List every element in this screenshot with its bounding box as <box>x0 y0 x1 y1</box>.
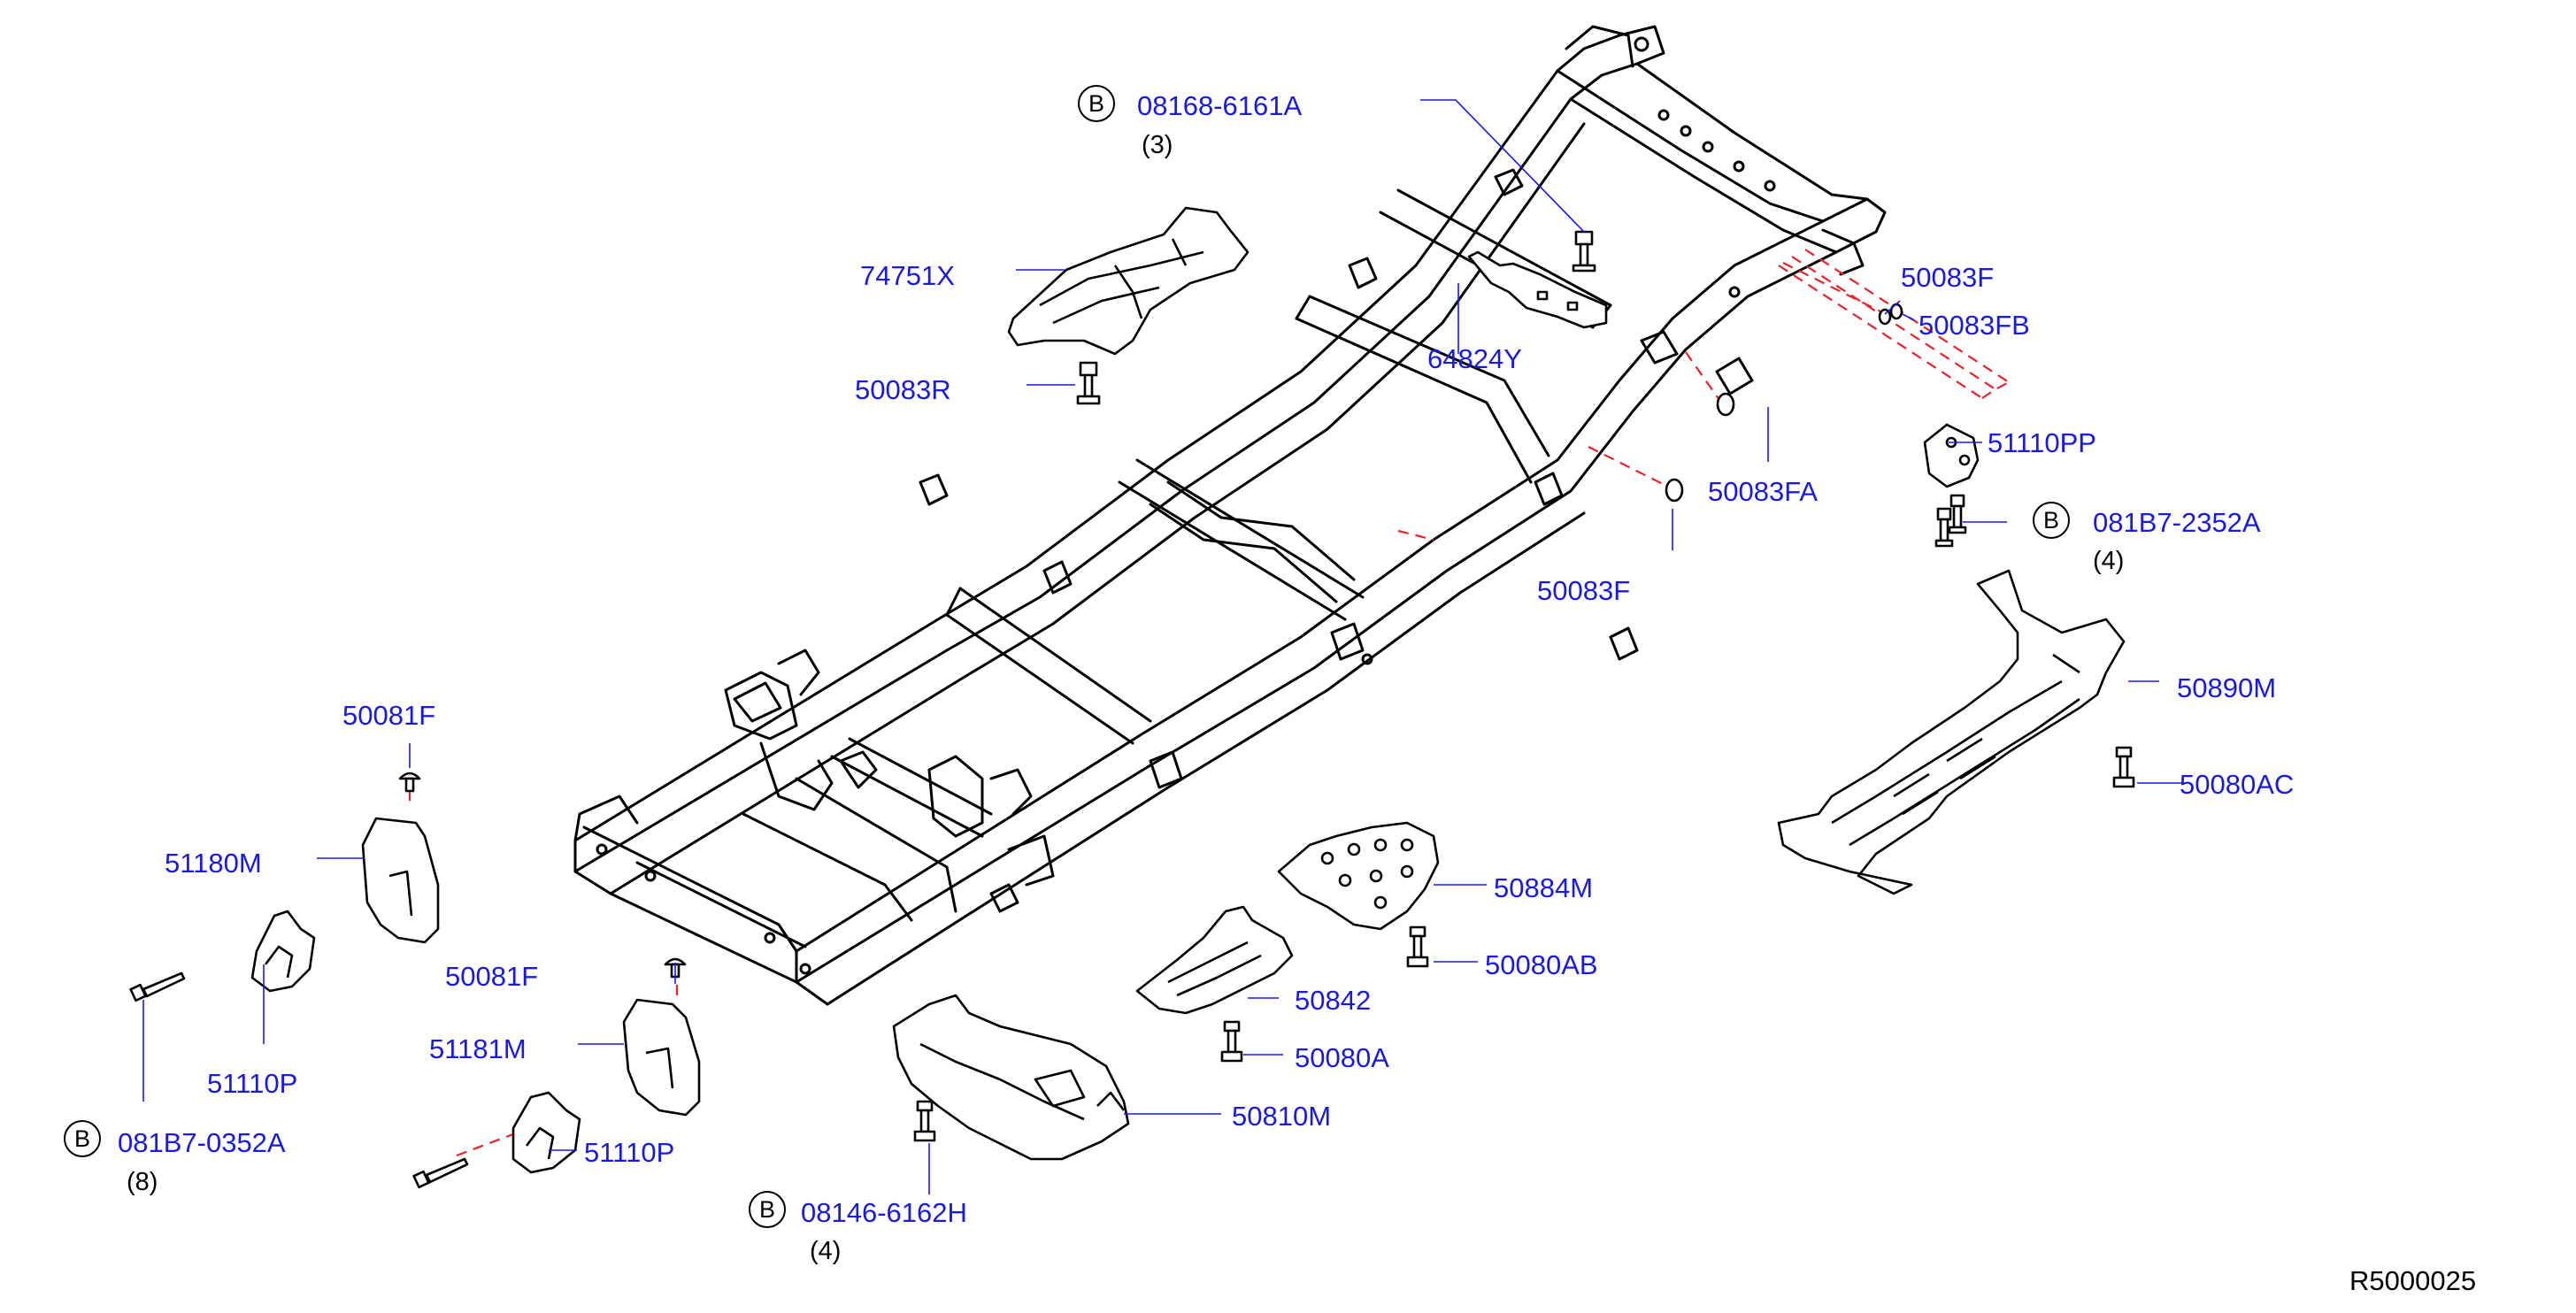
callout-c1-part-number[interactable]: 08168-6161A <box>1137 90 1303 121</box>
bolt-marker-icon: B <box>64 1120 101 1157</box>
callout-c10-part-number[interactable]: 50083F <box>1537 575 1631 606</box>
frame-crossmember-4 <box>1295 295 1550 484</box>
bolt-icon <box>1406 925 1429 968</box>
bolt-icon <box>1076 361 1101 405</box>
part-64824Y-bracket <box>1467 250 1608 329</box>
bolt-icon <box>913 1100 936 1142</box>
callout-c11-part-number[interactable]: 50890M <box>2177 672 2277 703</box>
leader-lines <box>142 99 2186 1194</box>
bolt-marker-icon: B <box>1078 85 1115 122</box>
bolt-icon <box>1934 507 1954 548</box>
plug-icon <box>1716 392 1735 417</box>
callout-c25-quantity: (4) <box>810 1237 842 1265</box>
frame-rear-section <box>1556 25 1887 276</box>
bolt-icon <box>412 1157 469 1189</box>
callout-c18-part-number[interactable]: 51181M <box>429 1033 527 1064</box>
part-50810M-skid-plate <box>892 994 1130 1161</box>
callout-c7-part-number[interactable]: 50083FA <box>1708 476 1819 507</box>
plug-icon <box>1665 478 1684 503</box>
assembly-dash-lines <box>267 249 2010 1157</box>
bolt-marker-icon: B <box>2033 502 2070 539</box>
part-51110PP-tow-hook <box>1923 423 1980 488</box>
bolt-icon <box>129 971 186 1002</box>
callout-c14-part-number[interactable]: 51180M <box>165 848 262 879</box>
callout-c16-part-number[interactable]: 081B7-0352A <box>118 1127 286 1158</box>
frame-crossmember-2 <box>945 587 1152 745</box>
callout-c8-part-number[interactable]: 51110PP <box>1988 427 2096 458</box>
frame-crossmember-3 <box>1118 458 1365 621</box>
part-50884M-plate <box>1277 821 1440 931</box>
bolt-icon <box>1948 494 1967 534</box>
callout-c2-part-number[interactable]: 74751X <box>860 260 955 291</box>
plug-icon <box>1878 308 1892 326</box>
part-50842-plate <box>1135 905 1294 1015</box>
frame-crossmember-1 <box>742 737 993 922</box>
bolt-icon <box>1572 230 1596 273</box>
callout-c15-part-number[interactable]: 51110P <box>207 1068 298 1099</box>
callout-c24-part-number[interactable]: 50810M <box>1232 1101 1332 1132</box>
callout-c4-part-number[interactable]: 64824Y <box>1427 343 1522 374</box>
part-74751X-heat-shield <box>1007 206 1250 356</box>
callout-c3-part-number[interactable]: 50083R <box>855 374 951 405</box>
callout-c21-part-number[interactable]: 50080AB <box>1485 949 1598 980</box>
callout-c17-part-number[interactable]: 50081F <box>445 961 539 992</box>
part-51180M-cover <box>361 817 440 944</box>
callout-c23-part-number[interactable]: 50080A <box>1295 1042 1389 1073</box>
callout-c5-part-number[interactable]: 50083F <box>1901 262 1995 293</box>
callout-c22-part-number[interactable]: 50842 <box>1295 985 1372 1016</box>
diagram-code: R5000025 <box>2349 1265 2477 1296</box>
callout-c25-part-number[interactable]: 08146-6162H <box>801 1197 967 1228</box>
callout-c16-quantity: (8) <box>127 1168 158 1196</box>
frame-left-rail <box>573 34 1639 895</box>
part-51110P-hook-right <box>511 1091 581 1174</box>
callout-c19-part-number[interactable]: 51110P <box>584 1137 675 1168</box>
callout-c9-part-number[interactable]: 081B7-2352A <box>2093 507 2261 538</box>
frame-right-rail <box>795 197 1878 1006</box>
part-51110P-hook-left <box>250 910 316 993</box>
callout-c1-quantity: (3) <box>1142 131 1173 159</box>
bolt-icon <box>2112 746 2135 788</box>
callout-c6-part-number[interactable]: 50083FB <box>1919 310 2030 341</box>
callout-c20-part-number[interactable]: 50884M <box>1494 872 1594 903</box>
part-51181M-cover <box>622 998 701 1117</box>
bolt-marker-icon: B <box>749 1191 786 1228</box>
callout-c9-quantity: (4) <box>2093 547 2125 575</box>
part-50890M-skid-plate <box>1777 569 2126 895</box>
bolt-icon <box>1220 1020 1243 1063</box>
frame-front-section <box>573 649 1055 984</box>
callout-c13-part-number[interactable]: 50081F <box>342 700 436 731</box>
callout-c12-part-number[interactable]: 50080AC <box>2180 769 2295 800</box>
clip-icon <box>398 772 421 793</box>
